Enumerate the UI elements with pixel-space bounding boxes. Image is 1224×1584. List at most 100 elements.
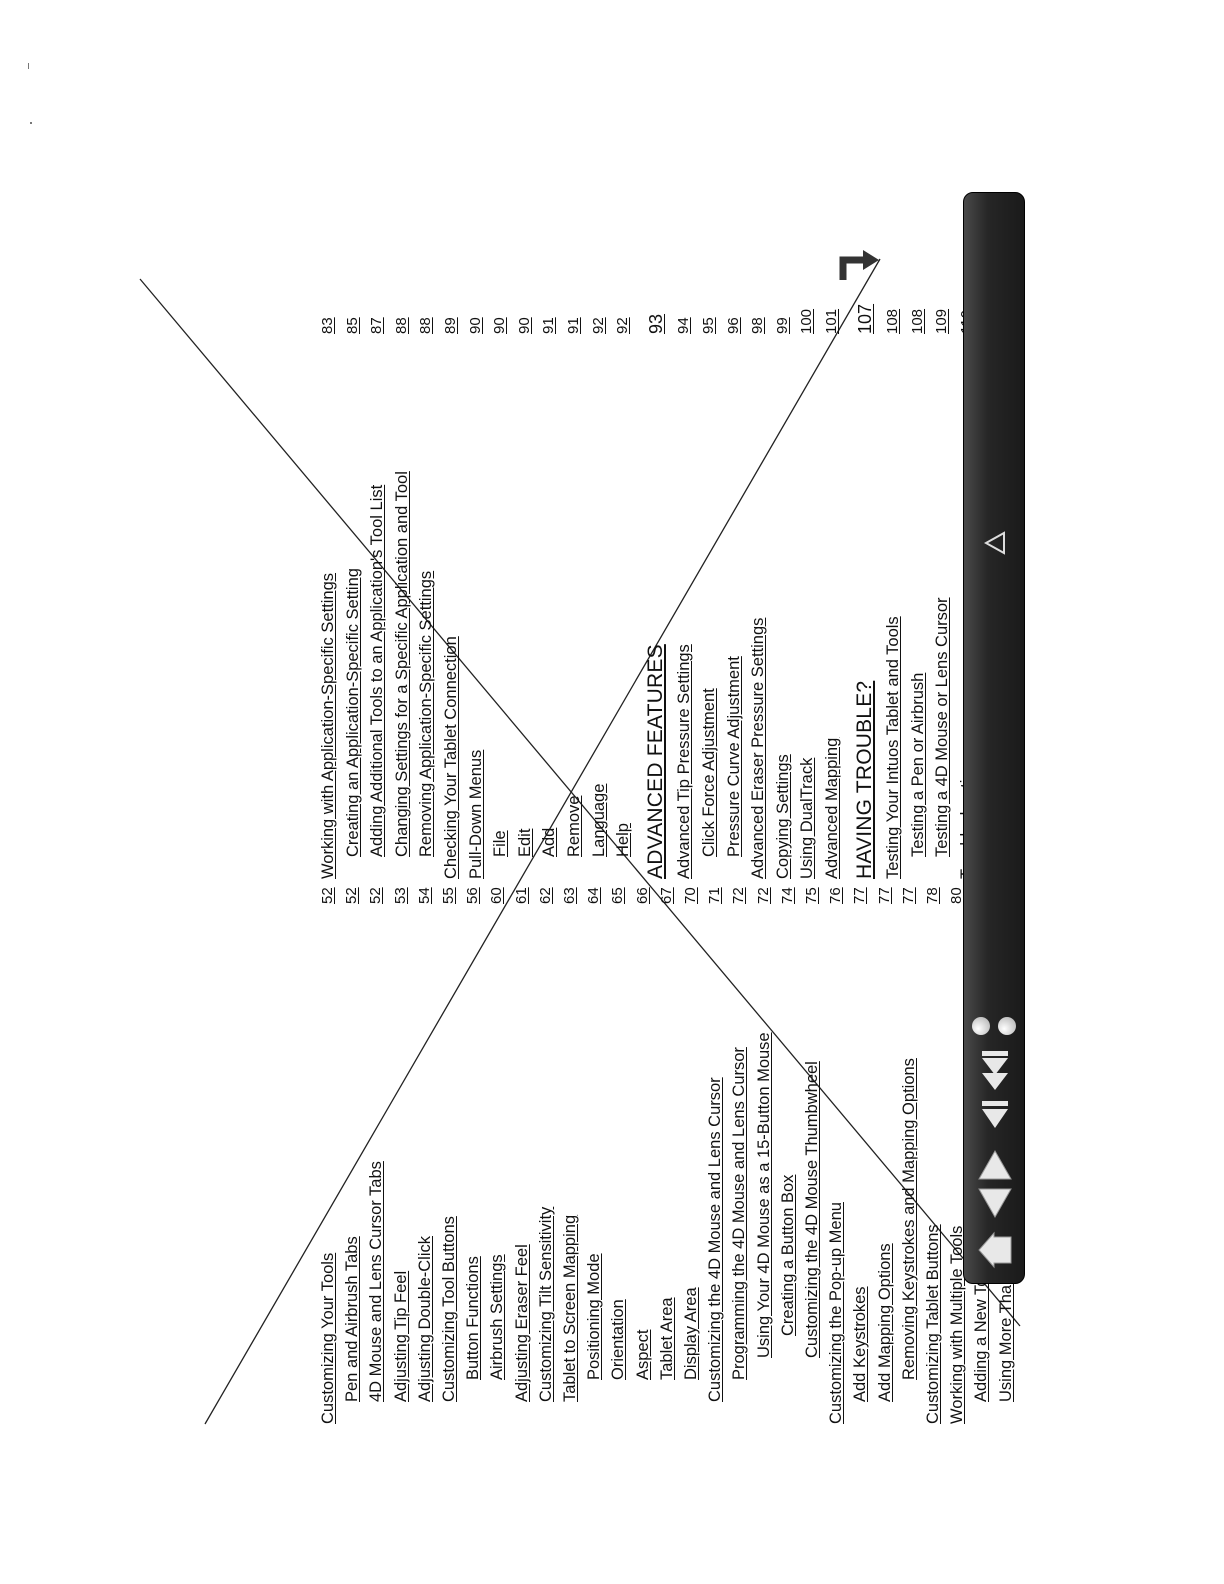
toc-entry-title[interactable]: Changing Settings for a Specific Applica… (392, 471, 411, 857)
toc-entry-title[interactable]: Pen and Airbrush Tabs (343, 1236, 362, 1402)
return-arrow-icon[interactable] (835, 236, 883, 284)
toc-entry-page[interactable]: 108 (908, 308, 926, 334)
toc-entry-title[interactable]: Click Force Adjustment (700, 688, 718, 857)
toc-entry-title[interactable]: Pressure Curve Adjustment (724, 656, 743, 857)
toc-entry-title[interactable]: Removing Application-Specific Settings (417, 570, 436, 857)
toc-entry-title[interactable]: Add Mapping Options (875, 1243, 894, 1402)
toc-entry-page[interactable]: 100 (798, 308, 816, 334)
toc-entry-page[interactable]: 92 (614, 317, 632, 334)
toc-entry-title[interactable]: ADVANCED FEATURES (643, 644, 667, 879)
toc-entry-page[interactable]: 77 (875, 887, 893, 904)
toc-entry-page[interactable]: 91 (540, 317, 558, 334)
toc-entry-title[interactable]: Customizing Your Tools (319, 1252, 337, 1424)
toc-entry-page[interactable]: 52 (367, 887, 385, 904)
toc-entry-page[interactable]: 88 (417, 317, 435, 334)
toc-entry-title[interactable]: Copying Settings (773, 754, 792, 879)
toc-entry-title[interactable]: Creating a Button Box (778, 1174, 797, 1336)
previous-page-icon[interactable] (976, 1185, 1014, 1221)
toc-entry-page[interactable]: 99 (773, 317, 791, 334)
toc-entry-title[interactable]: Using DualTrack (798, 757, 817, 879)
next-page-icon[interactable] (976, 1147, 1014, 1183)
toc-entry-title[interactable]: Remove (565, 795, 583, 857)
toc-entry-page[interactable]: 96 (724, 317, 742, 334)
toc-entry-page[interactable]: 60 (488, 887, 506, 904)
toc-entry-title[interactable]: File (491, 830, 510, 857)
toc-entry-page[interactable]: 55 (440, 887, 457, 904)
toc-entry-title[interactable]: Customizing the 4D Mouse Thumbwheel (803, 1061, 821, 1358)
toc-entry-page[interactable]: 56 (464, 887, 482, 904)
toc-entry-page[interactable]: 71 (706, 887, 724, 904)
toc-entry-page[interactable]: 76 (827, 887, 845, 904)
toc-entry-page[interactable]: 63 (561, 887, 578, 904)
toc-entry-title[interactable]: Customizing Tool Buttons (440, 1216, 458, 1402)
toc-entry-title[interactable]: Testing a 4D Mouse or Lens Cursor (933, 597, 952, 857)
toc-entry-page[interactable]: 90 (466, 317, 484, 334)
toc-entry-title[interactable]: Aspect (633, 1329, 652, 1380)
toc-entry-page[interactable]: 89 (442, 317, 459, 334)
toc-entry-title[interactable]: Customizing the 4D Mouse and Lens Cursor (706, 1077, 725, 1402)
toc-entry-title[interactable]: Working with Application-Specific Settin… (319, 572, 337, 879)
toc-entry-title[interactable]: Creating an Application-Specific Setting (343, 568, 362, 857)
toc-entry-page[interactable]: 90 (491, 317, 509, 334)
toc-entry-page[interactable]: 87 (368, 317, 386, 334)
toc-entry-title[interactable]: Advanced Tip Pressure Settings (675, 644, 694, 879)
toc-entry-title[interactable]: Tablet to Screen Mapping (561, 1214, 579, 1402)
toc-entry-title[interactable]: Add (540, 827, 559, 857)
toc-entry-title[interactable]: Tablet Area (657, 1297, 676, 1380)
toc-entry-page[interactable]: 77 (899, 887, 917, 904)
toc-entry-title[interactable]: Adjusting Double-Click (415, 1236, 434, 1402)
toc-entry-title[interactable]: Adjusting Eraser Feel (512, 1244, 531, 1402)
toc-entry-page[interactable]: 64 (585, 887, 603, 904)
toc-entry-title[interactable]: Customizing Tilt Sensitivity (536, 1206, 555, 1402)
toc-entry-title[interactable]: Edit (515, 828, 534, 857)
toc-entry-page[interactable]: 98 (749, 317, 767, 334)
toc-entry-page[interactable]: 92 (589, 317, 607, 334)
toc-entry-title[interactable]: Customizing the Pop-up Menu (827, 1202, 846, 1424)
back-icon[interactable] (978, 1097, 1012, 1131)
toc-entry-page[interactable]: 95 (700, 317, 717, 334)
toc-entry-page[interactable]: 83 (319, 317, 336, 334)
toc-entry-page[interactable]: 54 (415, 887, 433, 904)
toc-entry-title[interactable]: Testing Your Intuos Tablet and Tools (884, 616, 903, 879)
toc-entry-title[interactable]: Customizing Tablet Buttons (924, 1224, 942, 1424)
toc-entry-title[interactable]: Language (589, 783, 608, 857)
toc-entry-page[interactable]: 78 (924, 887, 941, 904)
toc-entry-title[interactable]: Adding Additional Tools to an Applicatio… (368, 484, 387, 857)
dot-icon[interactable] (972, 1017, 990, 1035)
toc-entry-page[interactable]: 52 (319, 887, 336, 904)
toc-entry-page[interactable]: 85 (343, 317, 361, 334)
toc-entry-page[interactable]: 66 (633, 887, 651, 904)
toc-entry-page[interactable]: 93 (645, 313, 666, 334)
toc-entry-title[interactable]: HAVING TROUBLE? (852, 680, 876, 879)
toc-entry-title[interactable]: 4D Mouse and Lens Cursor Tabs (367, 1161, 386, 1402)
toc-entry-title[interactable]: Orientation (609, 1299, 628, 1380)
toc-entry-page[interactable]: 67 (657, 887, 675, 904)
toc-entry-title[interactable]: Programming the 4D Mouse and Lens Cursor (730, 1047, 749, 1380)
toc-entry-page[interactable]: 101 (823, 308, 840, 334)
toc-entry-page[interactable]: 74 (778, 887, 796, 904)
up-icon[interactable] (984, 531, 1008, 555)
home-icon[interactable] (974, 1229, 1016, 1271)
toc-entry-page[interactable]: 72 (730, 887, 748, 904)
toc-entry-page[interactable]: 108 (884, 308, 902, 334)
back-back-icon[interactable] (976, 1047, 1014, 1093)
toc-entry-title[interactable]: Help (614, 823, 633, 857)
toc-entry-title[interactable]: Using Your 4D Mouse as a 15-Button Mouse (754, 1032, 773, 1358)
toc-entry-page[interactable]: 61 (512, 887, 530, 904)
toc-entry-page[interactable]: 94 (675, 317, 693, 334)
toc-entry-title[interactable]: Advanced Mapping (823, 737, 841, 879)
toc-entry-page[interactable]: 62 (536, 887, 554, 904)
toc-entry-page[interactable]: 65 (609, 887, 627, 904)
toc-entry-page[interactable]: 75 (803, 887, 820, 904)
dot-icon[interactable] (998, 1017, 1016, 1035)
toc-entry-title[interactable]: Positioning Mode (585, 1253, 604, 1380)
toc-entry-page[interactable]: 91 (565, 317, 582, 334)
toc-entry-page[interactable]: 77 (851, 887, 869, 904)
toc-entry-title[interactable]: Advanced Eraser Pressure Settings (749, 617, 768, 879)
toc-entry-page[interactable]: 52 (343, 887, 361, 904)
toc-entry-page[interactable]: 90 (515, 317, 533, 334)
toc-entry-title[interactable]: Adjusting Tip Feel (391, 1270, 410, 1402)
toc-entry-page[interactable]: 107 (854, 303, 875, 334)
toc-entry-title[interactable]: Testing a Pen or Airbrush (908, 672, 927, 857)
toc-entry-page[interactable]: 70 (682, 887, 699, 904)
